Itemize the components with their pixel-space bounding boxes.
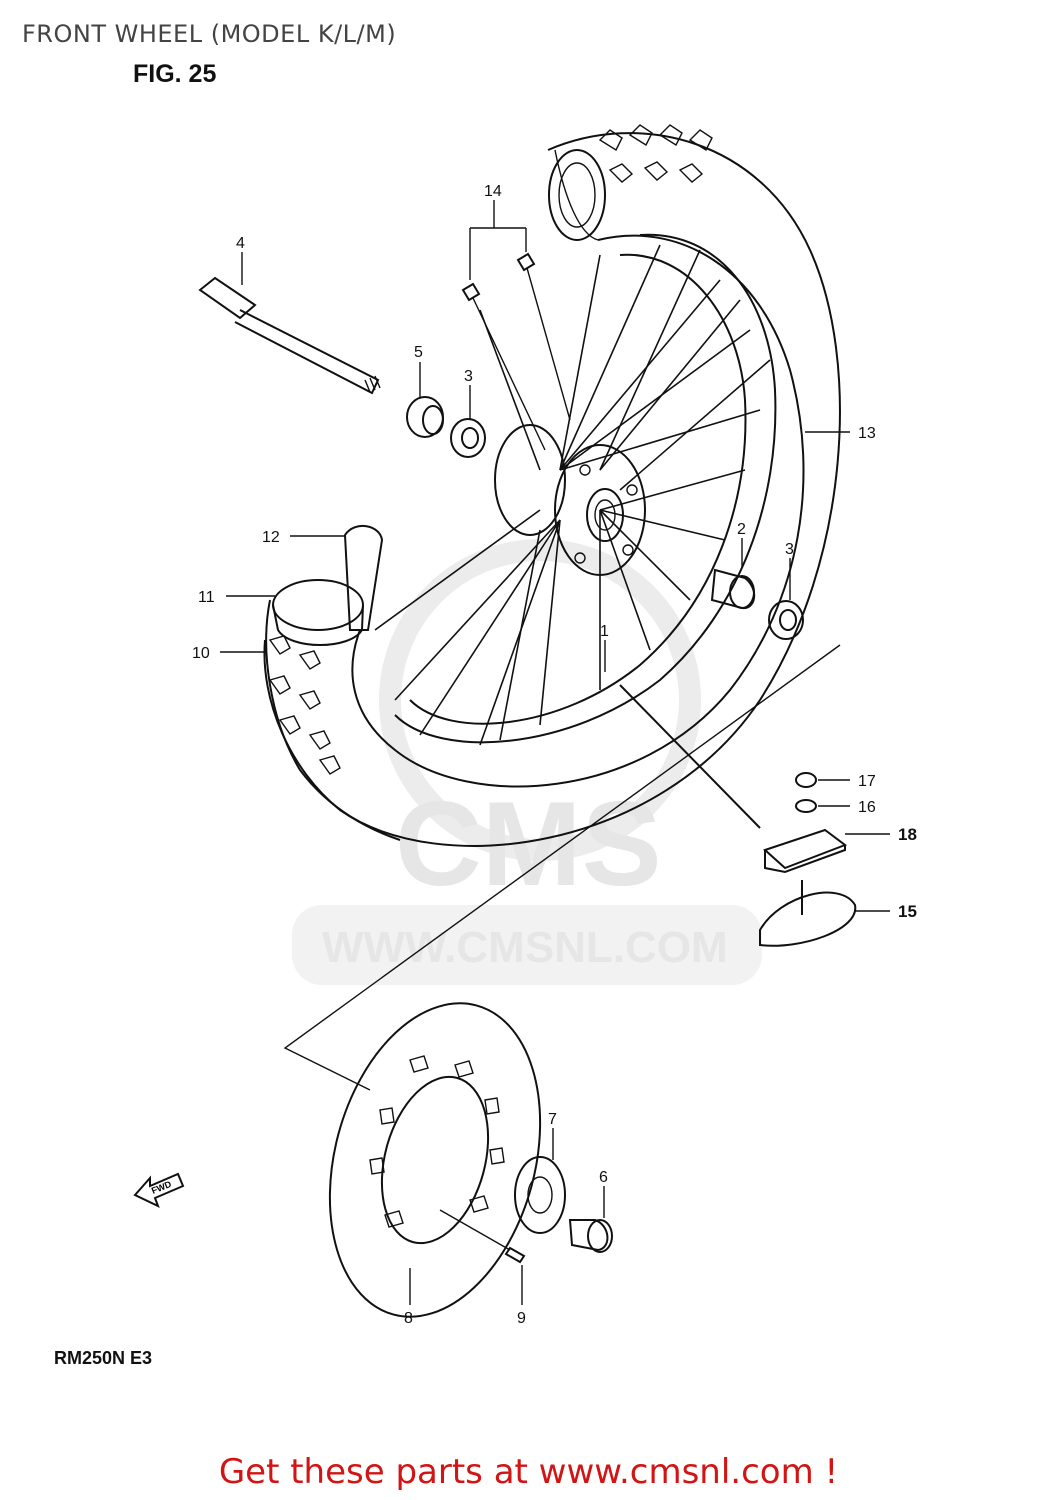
tyre bbox=[263, 124, 841, 847]
callout-14: 14 bbox=[484, 183, 502, 200]
parts-link[interactable]: Get these parts at www.cmsnl.com ! bbox=[218, 1452, 839, 1492]
callout-3-left: 3 bbox=[464, 368, 473, 385]
callout-4: 4 bbox=[236, 235, 245, 252]
leader-lines bbox=[220, 200, 890, 1305]
spacer-and-bearing-right bbox=[710, 568, 804, 640]
callout-2: 2 bbox=[737, 521, 746, 538]
hub bbox=[494, 424, 646, 576]
callout-17: 17 bbox=[858, 773, 876, 790]
rim-lock bbox=[619, 684, 857, 947]
spokes bbox=[374, 244, 771, 746]
callout-15: 15 bbox=[898, 902, 917, 921]
callout-18: 18 bbox=[898, 825, 917, 844]
callout-16: 16 bbox=[858, 799, 876, 816]
axle bbox=[198, 276, 381, 395]
callout-1: 1 bbox=[600, 623, 609, 640]
tyre-section bbox=[265, 525, 401, 841]
model-code: RM250N E3 bbox=[54, 1348, 153, 1368]
callout-9: 9 bbox=[517, 1310, 526, 1327]
callout-11: 11 bbox=[198, 589, 215, 606]
callout-3-right: 3 bbox=[785, 541, 794, 558]
callout-5: 5 bbox=[414, 344, 423, 361]
callout-8: 8 bbox=[404, 1310, 413, 1327]
callout-6: 6 bbox=[599, 1169, 608, 1186]
figure-label: FIG. 25 bbox=[133, 60, 217, 88]
page-title: FRONT WHEEL (MODEL K/L/M) bbox=[22, 20, 397, 48]
watermark: CMS WWW.CMSNL.COM bbox=[292, 539, 762, 985]
assembly-plane bbox=[283, 644, 841, 1091]
callout-7: 7 bbox=[548, 1111, 557, 1128]
fwd-arrow: FWD bbox=[133, 1172, 185, 1208]
brake-disc bbox=[328, 1002, 542, 1318]
spacer-and-bearing-left bbox=[406, 396, 486, 458]
disc-adapter-and-bolt bbox=[514, 1156, 613, 1253]
callout-labels: 4 5 3 14 13 2 3 1 12 11 10 17 16 18 15 7… bbox=[192, 183, 917, 1327]
spoke-nipples bbox=[461, 252, 571, 451]
callout-12: 12 bbox=[262, 529, 280, 546]
callout-13: 13 bbox=[858, 425, 876, 442]
watermark-url: WWW.CMSNL.COM bbox=[322, 923, 728, 972]
callout-10: 10 bbox=[192, 645, 210, 662]
rim bbox=[394, 233, 777, 744]
